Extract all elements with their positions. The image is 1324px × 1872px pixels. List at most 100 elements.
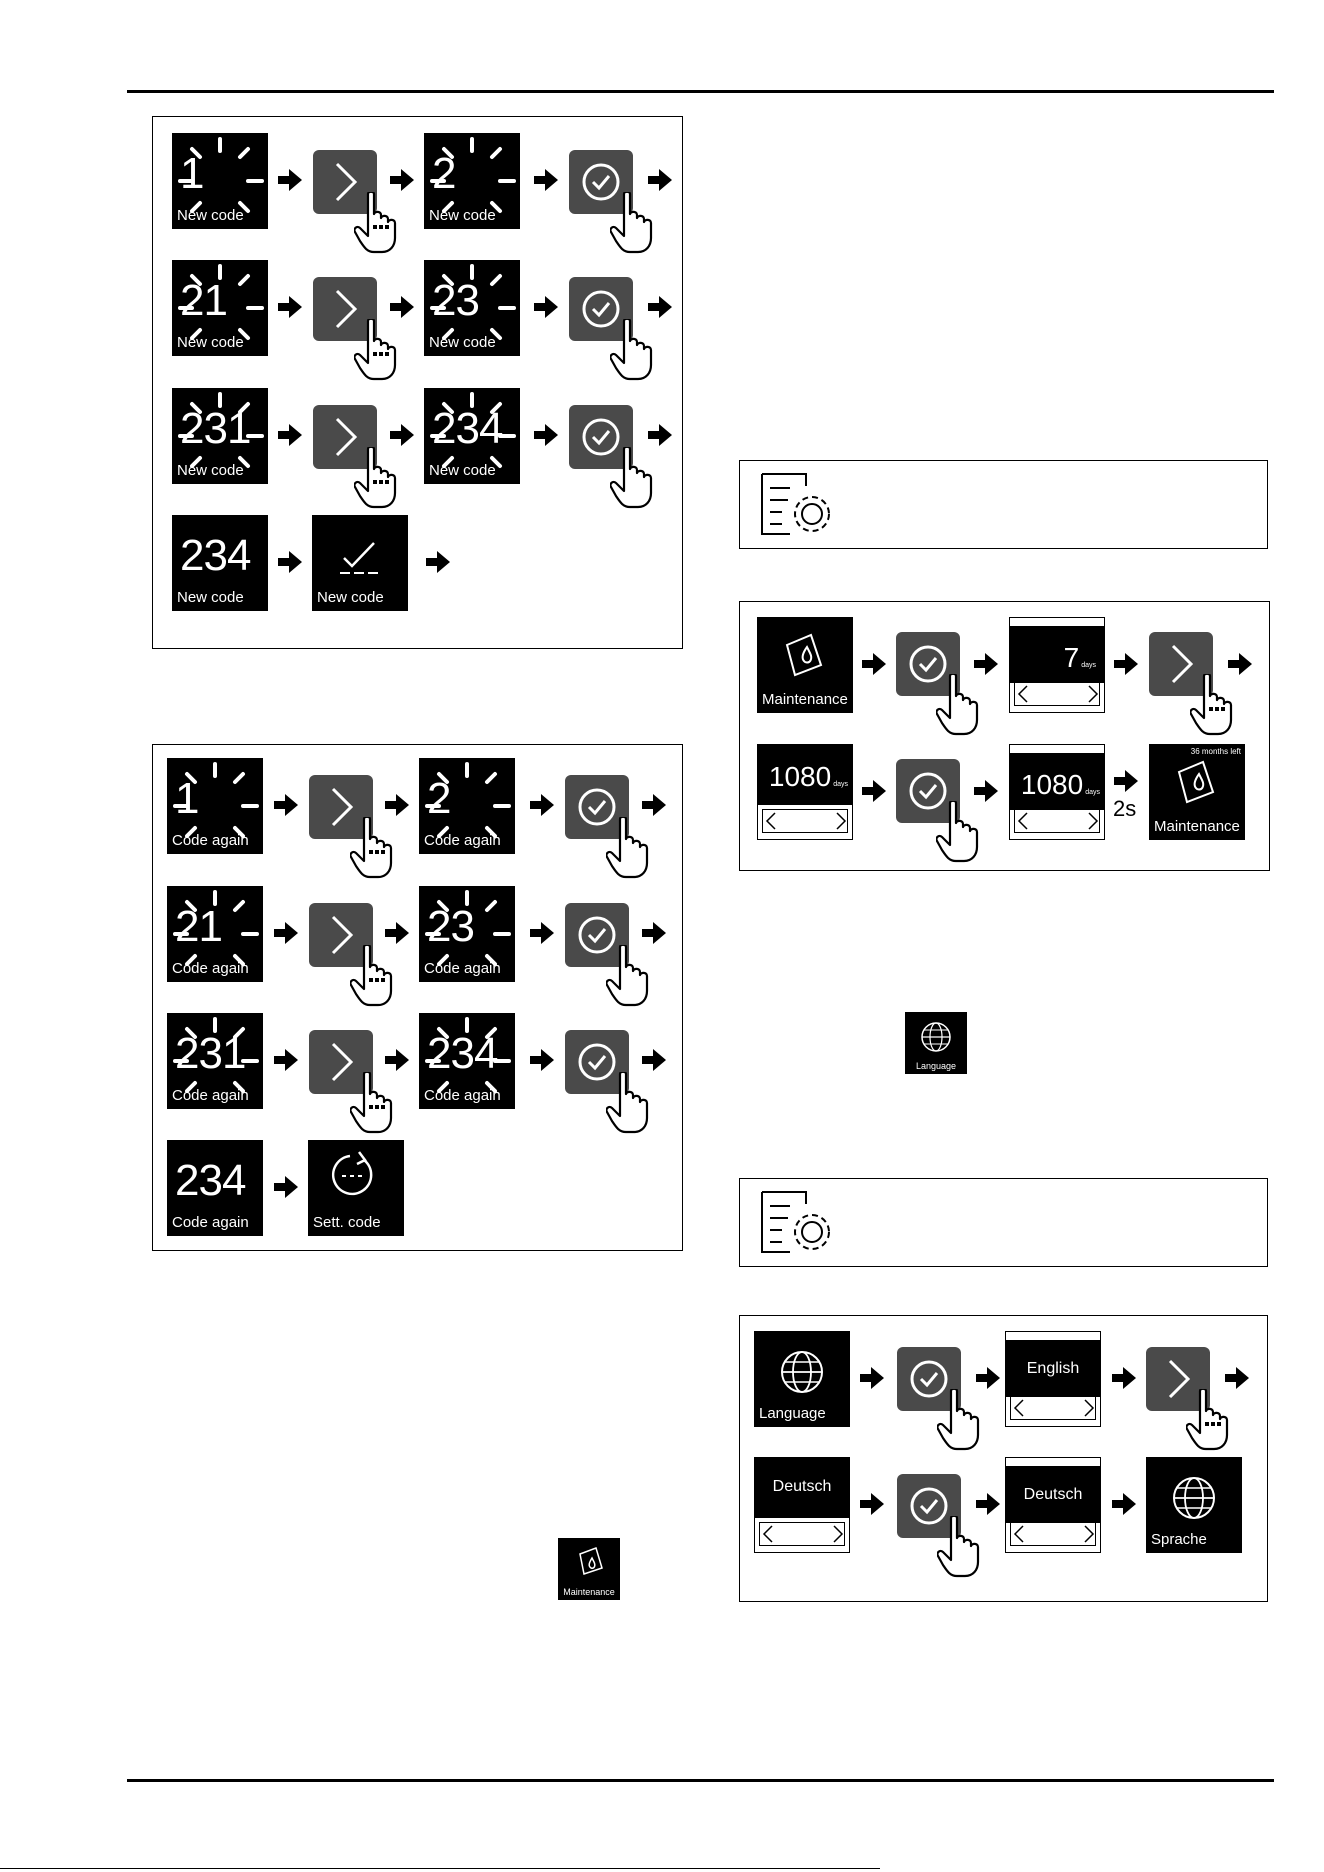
code-final-tile: 234 New code <box>172 515 268 611</box>
arrow-right-icon <box>1225 1367 1249 1389</box>
code-digit-tile: 234 New code <box>424 388 520 484</box>
code-confirmed-tile: New code <box>312 515 408 611</box>
maintenance-tile: Maintenance <box>757 617 853 713</box>
arrow-right-icon <box>390 424 414 446</box>
arrow-right-icon <box>530 922 554 944</box>
arrow-right-icon <box>648 424 672 446</box>
hand-press-hold-icon <box>1186 1389 1229 1451</box>
check-circle-icon <box>582 163 620 201</box>
selector-nav[interactable] <box>1010 1396 1096 1420</box>
next-button[interactable] <box>313 150 377 214</box>
left-right-arrows-icon <box>762 1525 844 1543</box>
arrow-right-icon <box>862 780 886 802</box>
arrow-right-icon <box>534 296 558 318</box>
arrow-right-icon <box>642 922 666 944</box>
chevron-right-icon <box>335 417 358 457</box>
hand-press-icon <box>937 1516 980 1578</box>
arrow-right-icon <box>974 780 998 802</box>
settings-document-icon <box>761 473 830 535</box>
chevron-right-icon <box>331 787 354 827</box>
arrow-right-icon <box>642 1049 666 1071</box>
confirm-button[interactable] <box>565 1030 629 1094</box>
code-digit-tile: 21 New code <box>172 260 268 356</box>
code-digit-tile: 231 Code again <box>167 1013 263 1109</box>
next-button[interactable] <box>313 405 377 469</box>
check-circle-icon <box>578 788 616 826</box>
next-button[interactable] <box>1149 632 1213 696</box>
bottom-edge-rule <box>0 1868 880 1869</box>
next-button[interactable] <box>313 277 377 341</box>
confirm-button[interactable] <box>569 277 633 341</box>
arrow-right-icon <box>278 169 302 191</box>
confirm-button[interactable] <box>565 903 629 967</box>
arrow-right-icon <box>1112 1367 1136 1389</box>
code-digit-tile: 1 Code again <box>167 758 263 854</box>
left-right-arrows-icon <box>1013 1399 1095 1417</box>
next-button[interactable] <box>309 1030 373 1094</box>
chevron-right-icon <box>335 289 358 329</box>
hand-press-hold-icon <box>350 1072 393 1134</box>
language-selector: Deutsch <box>754 1457 850 1553</box>
next-button[interactable] <box>309 903 373 967</box>
code-final-tile: 234 Code again <box>167 1140 263 1236</box>
language-selector: Deutsch <box>1005 1457 1101 1553</box>
selector-nav[interactable] <box>1010 1522 1096 1546</box>
arrow-right-icon <box>385 794 409 816</box>
selector-nav[interactable] <box>759 1522 845 1546</box>
arrow-right-icon <box>278 551 302 573</box>
arrow-right-icon <box>976 1493 1000 1515</box>
confirm-button[interactable] <box>565 775 629 839</box>
code-digit-tile: 2 New code <box>424 133 520 229</box>
maintenance-icon <box>579 1547 603 1575</box>
selector-nav[interactable] <box>1014 682 1100 706</box>
confirm-button[interactable] <box>569 150 633 214</box>
hand-press-icon <box>936 801 979 863</box>
arrow-right-icon <box>1112 1493 1136 1515</box>
hand-press-hold-icon <box>354 192 397 254</box>
language-result-tile: Sprache <box>1146 1457 1242 1553</box>
selector-nav[interactable] <box>1014 809 1100 833</box>
hand-press-icon <box>937 1389 980 1451</box>
arrow-right-icon <box>1114 770 1138 792</box>
arrow-right-icon <box>534 169 558 191</box>
code-digit-tile: 23 Code again <box>419 886 515 982</box>
selector-nav[interactable] <box>762 809 848 833</box>
language-tile: Language <box>754 1331 850 1427</box>
arrow-right-icon <box>390 169 414 191</box>
arrow-right-icon <box>974 653 998 675</box>
globe-icon <box>1173 1477 1215 1519</box>
arrow-right-icon <box>860 1367 884 1389</box>
reset-code-icon <box>331 1151 373 1196</box>
code-digit-tile: 234 Code again <box>419 1013 515 1109</box>
hand-press-icon <box>610 319 653 381</box>
left-right-arrows-icon <box>1017 685 1099 703</box>
settings-document-icon <box>761 1191 830 1253</box>
confirm-button[interactable] <box>569 405 633 469</box>
left-right-arrows-icon <box>1013 1525 1095 1543</box>
globe-icon <box>921 1022 951 1052</box>
arrow-right-icon <box>278 296 302 318</box>
settings-reference-box <box>739 460 1268 549</box>
arrow-right-icon <box>385 922 409 944</box>
check-circle-icon <box>909 645 947 683</box>
language-inline-icon: Language <box>905 1012 967 1074</box>
arrow-right-icon <box>976 1367 1000 1389</box>
arrow-right-icon <box>390 296 414 318</box>
hand-press-hold-icon <box>354 447 397 509</box>
chevron-right-icon <box>335 162 358 202</box>
chevron-right-icon <box>1171 644 1194 684</box>
globe-icon <box>781 1351 823 1393</box>
check-circle-icon <box>582 290 620 328</box>
hand-press-hold-icon <box>1190 674 1233 736</box>
arrow-right-icon <box>648 296 672 318</box>
arrow-right-icon <box>530 1049 554 1071</box>
arrow-right-icon <box>642 794 666 816</box>
code-digit-tile: 23 New code <box>424 260 520 356</box>
next-button[interactable] <box>309 775 373 839</box>
delay-label: 2s <box>1113 796 1137 821</box>
arrow-right-icon <box>1228 653 1252 675</box>
left-right-arrows-icon <box>1017 812 1099 830</box>
